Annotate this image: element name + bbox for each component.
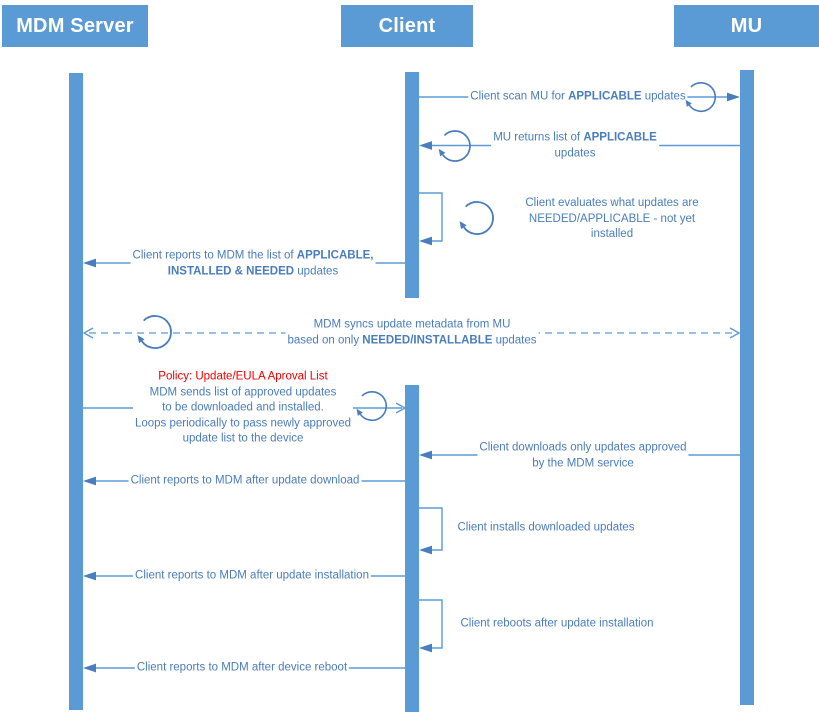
arrowhead-scan-applicable — [727, 92, 740, 102]
arrowhead-report-reboot — [83, 663, 96, 673]
loop-icon-scan-applicable — [684, 81, 717, 113]
arrowhead-install-updates — [419, 545, 432, 555]
message-line-install-updates — [419, 507, 443, 551]
message-label-report-reboot: Client reports to MDM after device reboo… — [134, 660, 350, 676]
loop-icon-approval-policy — [355, 390, 388, 422]
message-label-report-inventory: Client reports to MDM the list of APPLIC… — [130, 248, 376, 280]
message-label-report-download: Client reports to MDM after update downl… — [128, 473, 362, 489]
message-label-reboot: Client reboots after update installation — [460, 617, 654, 630]
arrowhead-sync-metadata-right — [729, 327, 741, 339]
message-label-install-updates: Client installs downloaded updates — [457, 521, 635, 534]
arrowhead-return-applicable — [419, 141, 432, 150]
loop-icon-return-applicable — [437, 130, 471, 162]
message-label-evaluate-updates: Client evaluates what updates are NEEDED… — [525, 196, 699, 240]
lifeline-mu — [740, 70, 754, 705]
lifeline-mdm-server — [69, 73, 83, 710]
actor-client: Client — [341, 5, 473, 47]
message-label-download-approved: Client downloads only updates approved b… — [477, 440, 689, 472]
arrowhead-download-approved — [419, 450, 432, 460]
message-line-reboot — [419, 599, 443, 649]
message-label-sync-metadata: MDM syncs update metadata from MU based … — [285, 317, 539, 349]
arrowhead-report-install — [83, 571, 96, 581]
actor-mdm-server: MDM Server — [2, 5, 148, 47]
message-line-evaluate-updates — [419, 192, 443, 242]
lifeline-client-segment-1 — [405, 72, 419, 298]
arrowhead-report-inventory — [83, 258, 96, 268]
arrowhead-report-download — [83, 476, 96, 486]
message-label-approval-policy: Policy: Update/EULA Aproval List MDM sen… — [132, 369, 354, 447]
arrowhead-evaluate-updates — [419, 236, 432, 246]
actor-mu: MU — [674, 5, 819, 47]
message-label-scan-applicable: Client scan MU for APPLICABLE updates — [468, 89, 688, 105]
arrowhead-sync-metadata-left — [82, 327, 94, 339]
message-label-report-install: Client reports to MDM after update insta… — [133, 568, 371, 584]
loop-icon-sync-metadata — [136, 315, 172, 349]
arrowhead-approval-policy — [395, 402, 407, 414]
message-label-return-applicable: MU returns list of APPLICABLE updates — [491, 130, 659, 162]
lifeline-client-segment-2 — [405, 385, 419, 712]
arrowhead-reboot — [419, 643, 432, 653]
loop-icon-evaluate-updates — [458, 201, 494, 235]
